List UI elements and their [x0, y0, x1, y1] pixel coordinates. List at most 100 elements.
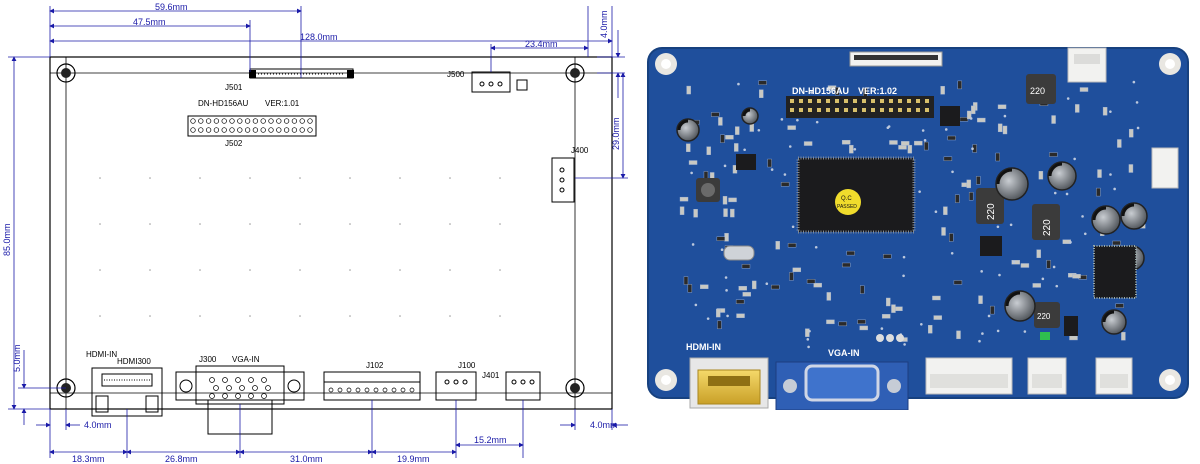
- smd-part: [943, 156, 953, 162]
- via: [880, 327, 884, 330]
- smd-part: [914, 140, 923, 146]
- smd-part: [995, 152, 1000, 162]
- via: [691, 243, 695, 246]
- j502-pin: [190, 127, 196, 133]
- dim-23-4: 23.4mm: [525, 39, 558, 49]
- via: [690, 171, 693, 175]
- via: [978, 339, 981, 343]
- via: [765, 282, 769, 286]
- pcb-audio-ic: [1093, 245, 1137, 299]
- smd-part: [1046, 259, 1051, 269]
- pcb-cap-label-a: 220: [986, 203, 997, 220]
- smd-part: [947, 135, 956, 141]
- via: [1132, 80, 1136, 84]
- smd-part: [775, 241, 780, 250]
- capacitor-polarity-stripe: [1092, 206, 1107, 221]
- j502-label: J502: [225, 139, 243, 148]
- smd-part: [730, 208, 735, 218]
- via: [725, 289, 728, 292]
- via: [814, 245, 818, 249]
- j100-label: J100: [458, 361, 476, 370]
- header-pin: [862, 108, 866, 112]
- smd-part: [1097, 169, 1102, 178]
- via: [694, 303, 698, 307]
- smd-part: [1051, 115, 1056, 124]
- smd-part: [849, 144, 854, 154]
- via: [807, 345, 810, 349]
- j300-label: J300: [199, 355, 217, 364]
- reference-dot: [349, 177, 351, 179]
- smd-part: [724, 233, 729, 242]
- dim-29: 29.0mm: [611, 117, 621, 150]
- dim-4-0-right: 4.0mm: [590, 420, 618, 430]
- dim-128: 128.0mm: [300, 32, 338, 42]
- board-reference-dots: [99, 177, 501, 317]
- j502-pin: [268, 127, 274, 133]
- reference-dot: [149, 177, 151, 179]
- header-pin: [817, 108, 821, 112]
- smd-part: [928, 325, 933, 334]
- smd-part: [717, 320, 722, 330]
- smd-part: [771, 284, 780, 290]
- smd-part: [722, 196, 728, 205]
- vga-pin: [222, 377, 228, 383]
- reference-dot: [199, 223, 201, 225]
- hdmi-in-label: HDMI-IN: [86, 350, 117, 359]
- pcb-small-ic-2: [736, 154, 756, 170]
- drawing-version: VER:1.01: [265, 99, 300, 108]
- reference-dot: [449, 269, 451, 271]
- j502-pin: [221, 118, 227, 124]
- smd-part: [813, 282, 822, 288]
- smd-part: [907, 144, 913, 154]
- j102-pin: [364, 387, 370, 393]
- reference-dot: [299, 269, 301, 271]
- smd-part: [977, 117, 986, 123]
- via: [903, 343, 906, 346]
- header-pin: [817, 99, 821, 103]
- vga-pin: [209, 377, 215, 383]
- electrolytic-capacitor: [1101, 309, 1127, 335]
- reference-dot: [499, 269, 501, 271]
- via: [950, 251, 954, 255]
- pcb-inductor-3: 220: [1032, 204, 1060, 240]
- smd-part: [943, 206, 948, 215]
- smd-part: [949, 233, 954, 242]
- smd-part: [1049, 152, 1058, 157]
- header-pin: [790, 99, 794, 103]
- reference-dot: [99, 269, 101, 271]
- j102-pin: [355, 387, 361, 393]
- dim-59-6: 59.6mm: [155, 2, 188, 12]
- smd-part: [735, 299, 745, 304]
- via: [806, 338, 810, 341]
- smd-part: [976, 176, 981, 185]
- smd-part: [826, 292, 832, 301]
- smd-part: [687, 284, 693, 293]
- smd-part: [723, 208, 728, 217]
- smd-part: [693, 209, 698, 218]
- smd-part: [1072, 274, 1081, 279]
- dim-18-3: 18.3mm: [72, 454, 105, 464]
- vga-pin: [248, 393, 254, 399]
- smd-part: [716, 236, 726, 241]
- smd-part: [1075, 104, 1080, 113]
- j502-pin: [299, 118, 305, 124]
- smd-part: [700, 284, 709, 289]
- via: [1065, 192, 1069, 196]
- reference-dot: [249, 269, 251, 271]
- smd-part: [1115, 303, 1124, 308]
- smd-part: [759, 89, 764, 98]
- smd-part: [860, 285, 865, 294]
- j502-pin: [244, 127, 251, 133]
- reference-dot: [249, 223, 251, 225]
- smd-part: [933, 315, 942, 320]
- smd-part: [758, 80, 767, 85]
- smd-part: [1020, 263, 1030, 268]
- smd-part: [1096, 187, 1101, 197]
- via: [1009, 223, 1013, 227]
- via: [724, 276, 728, 279]
- smd-part: [959, 117, 969, 122]
- j102-pin: [400, 387, 406, 393]
- smd-part: [1102, 107, 1108, 116]
- pcb-hdmi-in-label: HDMI-IN: [686, 342, 721, 352]
- smd-part: [741, 264, 751, 269]
